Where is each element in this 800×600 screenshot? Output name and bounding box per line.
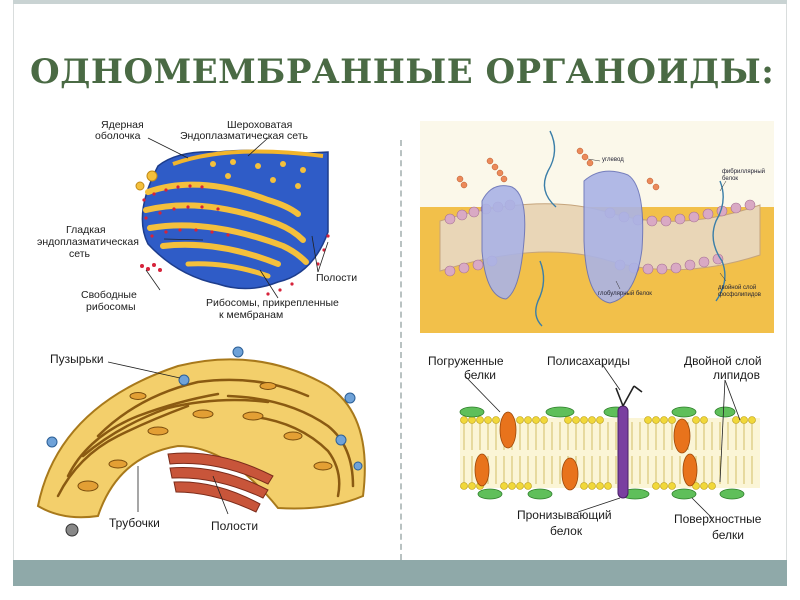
er-illustration [135,137,330,299]
label-free-ribosomes-2: рибосомы [86,301,136,313]
er-diagram-panel: Ядерная оболочка Шероховатая Эндоплазмат… [28,114,380,326]
label-transmembrane-protein-2: белок [550,524,583,538]
label-fibrillar: фибриллярный [722,169,765,175]
label-surface-proteins: Поверхностные [674,512,762,526]
label-cavities-golgi: Полости [211,519,259,533]
label-rough-er-2: Эндоплазматическая сеть [180,130,309,142]
label-embedded-proteins-2: белки [464,368,496,382]
label-free-ribosomes: Свободные [81,289,137,301]
label-smooth-er-3: сеть [69,248,91,260]
label-lipid-bilayer: Двойной слой [684,354,762,368]
label-bilayer-2: фосфолипидов [718,292,761,298]
label-carbohydrate: углевод [602,157,624,163]
golgi-diagram-panel: Пузырьки Трубочки Полости [28,336,380,554]
label-smooth-er-2: эндоплазматическая [37,236,139,248]
label-polysaccharides: Полисахариды [547,354,630,368]
label-bilayer: двойной слой [718,285,757,291]
column-divider [400,140,402,560]
label-nuclear-envelope: Ядерная [101,119,144,131]
membrane-3d-panel: углевод фибриллярный белок глобулярный б… [420,121,774,333]
label-tubules: Трубочки [109,516,160,530]
membrane-3d-illustration [420,121,774,333]
label-attached-ribosomes: Рибосомы, прикрепленные [206,297,339,309]
label-vesicles: Пузырьки [50,352,104,366]
label-cavities-er: Полости [316,272,358,284]
label-rough-er: Шероховатая [227,119,293,131]
label-transmembrane-protein: Пронизывающий [517,508,612,522]
membrane-2d-panel: Погруженные белки Полисахариды Двойной с… [420,342,774,547]
label-nuclear-envelope-2: оболочка [95,130,141,142]
label-attached-ribosomes-2: к мембранам [219,309,284,321]
top-accent-bar [13,0,787,4]
label-smooth-er: Гладкая [66,224,106,236]
bottom-accent-bar [13,560,787,586]
label-fibrillar-2: белок [722,176,739,182]
membrane-2d-illustration [459,363,760,519]
label-surface-proteins-2: белки [712,528,744,542]
label-globular-protein: глобулярный белок [598,291,652,297]
label-embedded-proteins: Погруженные [428,354,504,368]
label-lipid-bilayer-2: липидов [713,368,760,382]
slide-title: ОДНОМЕМБРАННЫЕ ОРГАНОИДЫ: [30,52,775,92]
golgi-illustration [36,346,366,537]
